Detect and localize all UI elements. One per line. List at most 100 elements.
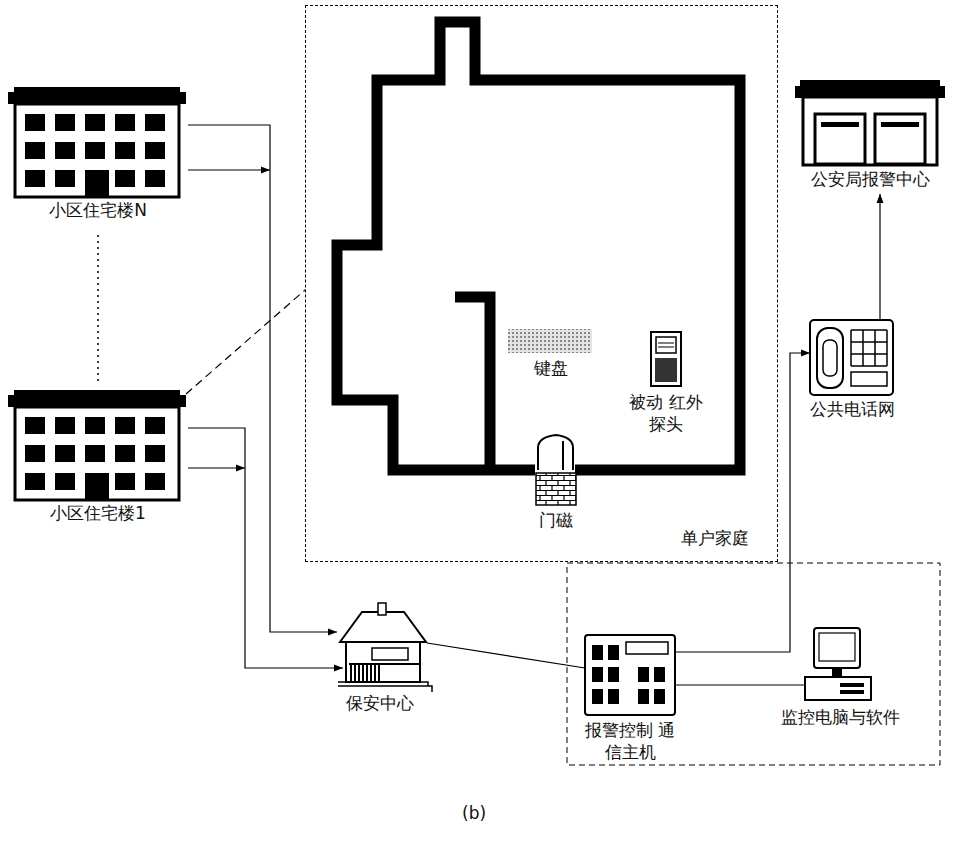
node-label: 键盘 bbox=[506, 327, 596, 379]
illustration-part bbox=[55, 142, 75, 159]
illustration-part bbox=[651, 332, 681, 386]
illustration-part bbox=[362, 664, 364, 682]
illustration-part bbox=[340, 612, 426, 642]
return-wire bbox=[188, 169, 270, 170]
illustration-part bbox=[85, 170, 109, 197]
device-node: 门磁 bbox=[521, 435, 591, 531]
house-wall bbox=[455, 297, 490, 470]
illustration-part bbox=[875, 114, 925, 164]
building-node: 小区住宅楼1 bbox=[8, 390, 188, 524]
house-wall bbox=[337, 22, 740, 470]
pir-icon bbox=[651, 332, 681, 386]
illustration-part bbox=[851, 329, 887, 331]
illustration-part bbox=[862, 330, 864, 366]
equipment-boundary bbox=[567, 563, 940, 765]
illustration-part bbox=[815, 114, 865, 164]
illustration-part bbox=[55, 445, 75, 462]
illustration-part bbox=[874, 330, 876, 366]
ellipsis-line bbox=[97, 235, 99, 385]
illustration-part bbox=[886, 330, 888, 366]
illustration-part bbox=[608, 645, 619, 660]
illustration-part bbox=[608, 689, 619, 704]
illustration-part bbox=[25, 114, 45, 131]
illustration-part bbox=[115, 417, 135, 434]
illustration-part bbox=[370, 664, 372, 682]
illustration-part bbox=[840, 690, 864, 694]
illustration-part bbox=[115, 142, 135, 159]
node-label: 报警控制 通信主机 bbox=[580, 633, 680, 763]
node-label: 公安局报警中心 bbox=[795, 78, 945, 190]
illustration-part bbox=[536, 473, 576, 505]
illustration-part bbox=[25, 417, 45, 434]
illustration-part bbox=[145, 473, 165, 490]
illustration-part bbox=[881, 122, 919, 127]
illustration-part bbox=[851, 372, 887, 386]
illustration-part bbox=[358, 664, 360, 682]
illustration-part bbox=[15, 407, 179, 500]
illustration-part bbox=[55, 473, 75, 490]
illustration-part bbox=[85, 445, 105, 462]
illustration-part bbox=[658, 343, 674, 344]
illustration-part bbox=[346, 642, 420, 682]
keypad-icon bbox=[508, 329, 592, 353]
illustration-part bbox=[638, 689, 649, 704]
connector bbox=[879, 194, 880, 320]
illustration-part bbox=[55, 170, 75, 187]
illustration-part bbox=[145, 445, 165, 462]
illustration-part bbox=[349, 664, 420, 682]
building-icon bbox=[8, 390, 186, 500]
illustration-part bbox=[851, 341, 887, 343]
illustration-part bbox=[850, 330, 852, 366]
illustration-part bbox=[338, 682, 432, 692]
illustration-part bbox=[115, 473, 135, 490]
illustration-part bbox=[354, 664, 356, 682]
illustration-part bbox=[851, 365, 887, 367]
illustration-part bbox=[25, 170, 45, 187]
household-region: 单户家庭 键盘被动 红外探头门磁 bbox=[305, 5, 778, 562]
illustration-part bbox=[15, 104, 179, 197]
building-node: 小区住宅楼N bbox=[8, 87, 188, 221]
illustration-part bbox=[85, 114, 105, 131]
return-wire bbox=[188, 467, 245, 468]
illustration-part bbox=[626, 642, 668, 654]
illustration-part bbox=[55, 114, 75, 131]
illustration-part bbox=[25, 473, 45, 490]
illustration-part bbox=[374, 664, 376, 682]
illustration-part bbox=[372, 648, 408, 660]
alarm-host-icon bbox=[585, 635, 675, 715]
illustration-part bbox=[638, 667, 649, 682]
node-label: 公共电话网 bbox=[802, 318, 902, 420]
illustration-part bbox=[805, 677, 871, 700]
illustration-part bbox=[378, 603, 386, 615]
connector bbox=[188, 125, 337, 632]
node-label: 被动 红外探头 bbox=[626, 329, 706, 435]
network-node: 公共电话网 bbox=[802, 318, 902, 420]
illustration-part bbox=[85, 142, 105, 159]
illustration-part bbox=[656, 337, 676, 353]
guardhouse-icon bbox=[338, 603, 432, 692]
illustration-part bbox=[810, 320, 893, 395]
illustration-part bbox=[85, 417, 105, 434]
illustration-part bbox=[145, 170, 165, 187]
connector bbox=[186, 290, 305, 394]
illustration-part bbox=[654, 689, 665, 704]
telephone-icon bbox=[810, 320, 893, 395]
illustration-part bbox=[832, 668, 842, 676]
connector bbox=[675, 684, 805, 685]
illustration-part bbox=[592, 645, 665, 704]
connector bbox=[188, 428, 343, 668]
node-label: 小区住宅楼N bbox=[8, 87, 188, 221]
illustration-part bbox=[814, 628, 860, 668]
police-building-icon bbox=[795, 80, 945, 165]
connector bbox=[427, 643, 585, 668]
illustration-part bbox=[819, 633, 855, 661]
illustration-part bbox=[538, 435, 573, 470]
computer-node: 监控电脑与软件 bbox=[765, 626, 915, 728]
device-node: 键盘 bbox=[506, 327, 596, 379]
illustration-part bbox=[85, 473, 109, 500]
node-label: 监控电脑与软件 bbox=[765, 626, 915, 728]
illustration-part bbox=[655, 358, 677, 382]
node-label: 保安中心 bbox=[325, 603, 435, 714]
node-label: 单户家庭 bbox=[681, 527, 749, 549]
illustration-part bbox=[115, 170, 135, 187]
